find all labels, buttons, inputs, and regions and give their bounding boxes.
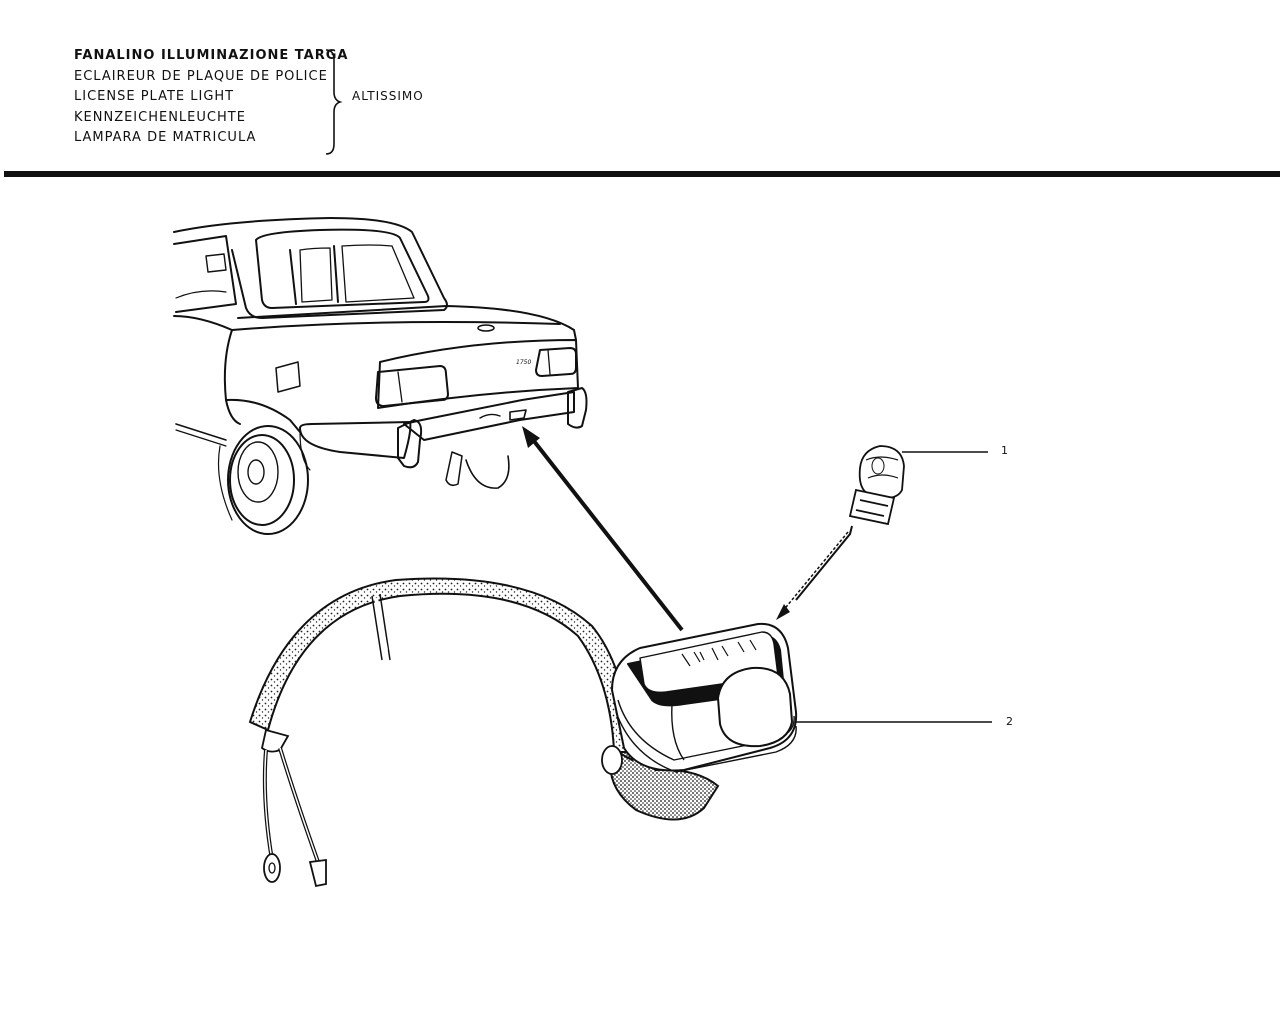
bulb-part <box>848 445 905 526</box>
header-titles: FANALINO ILLUMINAZIONE TARGA ECLAIREUR D… <box>74 46 348 149</box>
callout-2: 2 <box>1006 715 1013 728</box>
arrow-to-car <box>522 426 684 632</box>
callout-1: 1 <box>1001 444 1008 457</box>
header-rule <box>4 171 1280 177</box>
title-spanish: LAMPARA DE MATRICULA <box>74 130 257 145</box>
title-english: LICENSE PLATE LIGHT <box>74 89 235 104</box>
model-label: ALTISSIMO <box>352 89 424 103</box>
title-french: ECLAIREUR DE PLAQUE DE POLICE <box>74 68 328 84</box>
car-illustration <box>173 217 588 535</box>
title-italian: FANALINO ILLUMINAZIONE TARGA <box>74 48 349 63</box>
arrow-to-lamp <box>776 525 853 620</box>
car-badge: 1750 <box>516 359 531 366</box>
header-brace <box>325 49 343 155</box>
lamp-body-part <box>611 622 798 773</box>
title-german: KENNZEICHENLEUCHTE <box>74 109 246 125</box>
